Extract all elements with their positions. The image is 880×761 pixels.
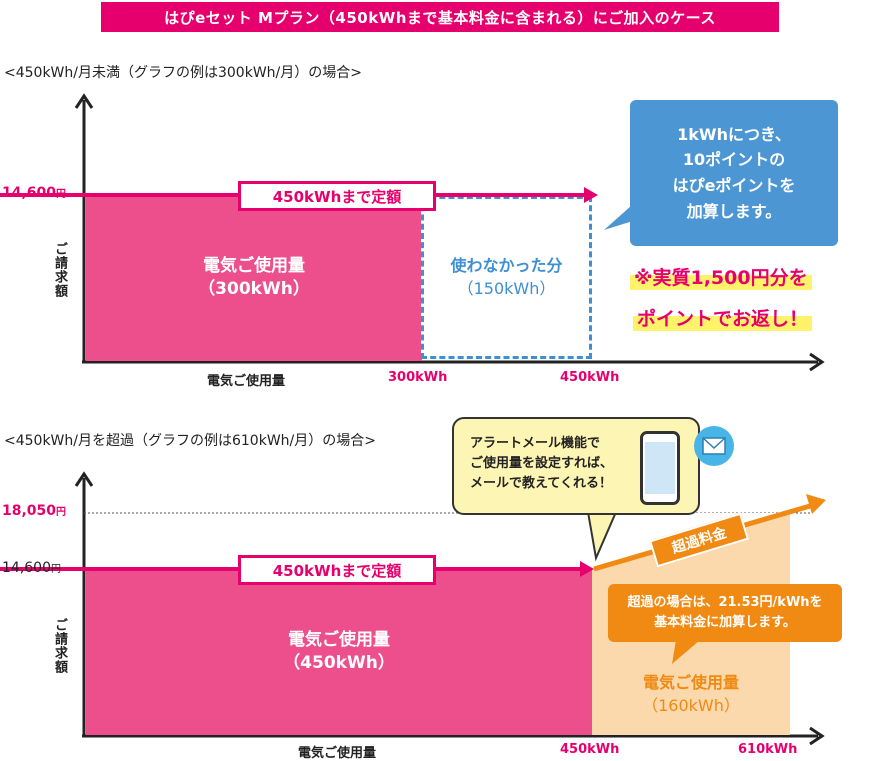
chart2-x-arrowhead <box>809 726 825 746</box>
chart2-used-bar: 電気ご使用量 （450kWh） <box>86 569 592 735</box>
chart2-x-tick-450: 450kWh <box>560 742 620 757</box>
chart2-x-axis-label: 電気ご使用量 <box>298 746 377 761</box>
chart1-x-axis-label: 電気ご使用量 <box>207 374 286 389</box>
chart2-excess-arrowhead <box>806 494 826 514</box>
chart2-y-value-high: 18,050円 <box>2 503 67 519</box>
chart1-unused-label-2: （150kWh） <box>457 278 556 298</box>
section1-title: <450kWh/月未満（グラフの例は300kWh/月）の場合> <box>4 65 362 81</box>
chart1-fixed-label: 450kWhまで定額 <box>238 181 436 211</box>
alert-line-1: アラートメール機能で <box>470 436 601 451</box>
chart2-used-label-1: 電気ご使用量 <box>288 630 390 651</box>
points-highlight-line-2: ポイントでお返し！ <box>633 304 813 331</box>
chart1-y-axis-label: ご請求額 <box>52 242 67 298</box>
chart2-fixed-arrowhead <box>580 561 594 577</box>
page-banner: はぴeセット Mプラン（450kWhまで基本料金に含まれる）にご加入のケース <box>101 2 779 32</box>
mail-icon <box>694 426 734 466</box>
chart2-used-label-2: （450kWh） <box>283 653 395 673</box>
points-info-line-2: 10ポイントの <box>682 150 786 170</box>
chart1-used-label-1: 電気ご使用量 <box>203 256 305 277</box>
chart1-x-arrowhead <box>809 352 825 372</box>
chart1-unused-box: 使わなかった分 （150kWh） <box>421 196 592 359</box>
chart2-excess-label-1: 電気ご使用量 <box>642 672 739 692</box>
alert-line-3: メールで教えてくれる！ <box>470 476 612 492</box>
points-info-line-3: はぴeポイントを <box>672 176 796 195</box>
excess-rate-line-2: 基本料金に加算します。 <box>654 615 796 630</box>
points-info-line-1: 1kWhにつき、 <box>677 124 791 144</box>
chart2-y-arrowhead <box>74 471 94 487</box>
points-highlight-line-1: ※実質1,500円分を <box>630 263 812 290</box>
chart2-fixed-label: 450kWhまで定額 <box>238 555 436 585</box>
chart1-used-bar: 電気ご使用量 （300kWh） <box>86 195 422 361</box>
chart1-x-tick-300: 300kWh <box>388 370 448 385</box>
section2-title: <450kWh/月を超過（グラフの例は610kWh/月）の場合> <box>4 433 376 449</box>
chart1-unused-label-1: 使わなかった分 <box>450 256 563 276</box>
smartphone-icon <box>640 431 680 505</box>
excess-rate-bubble: 超過の場合は、21.53円/kWhを 基本料金に加算します。 <box>608 584 842 642</box>
alert-line-2: ご使用量を設定すれば、 <box>470 456 614 472</box>
chart1-y-value: 14,600円 <box>2 185 67 201</box>
chart2-y-axis-label: ご請求額 <box>52 618 67 674</box>
alert-mail-bubble: アラートメール機能で ご使用量を設定すれば、 メールで教えてくれる！ <box>452 417 700 515</box>
chart1-x-tick-450: 450kWh <box>560 370 620 385</box>
points-info-bubble: 1kWhにつき、 10ポイントの はぴeポイントを 加算します。 <box>630 100 838 246</box>
chart2-x-tick-610: 610kWh <box>738 742 798 757</box>
chart2-excess-label-2: （160kWh） <box>642 695 740 715</box>
chart1-used-label-2: （300kWh） <box>198 279 310 299</box>
chart2-y-value-base: 14,600円 <box>2 560 61 576</box>
excess-rate-line-1: 超過の場合は、21.53円/kWhを <box>627 594 823 610</box>
chart1-y-arrowhead <box>74 93 94 109</box>
points-info-line-4: 加算します。 <box>686 201 782 221</box>
